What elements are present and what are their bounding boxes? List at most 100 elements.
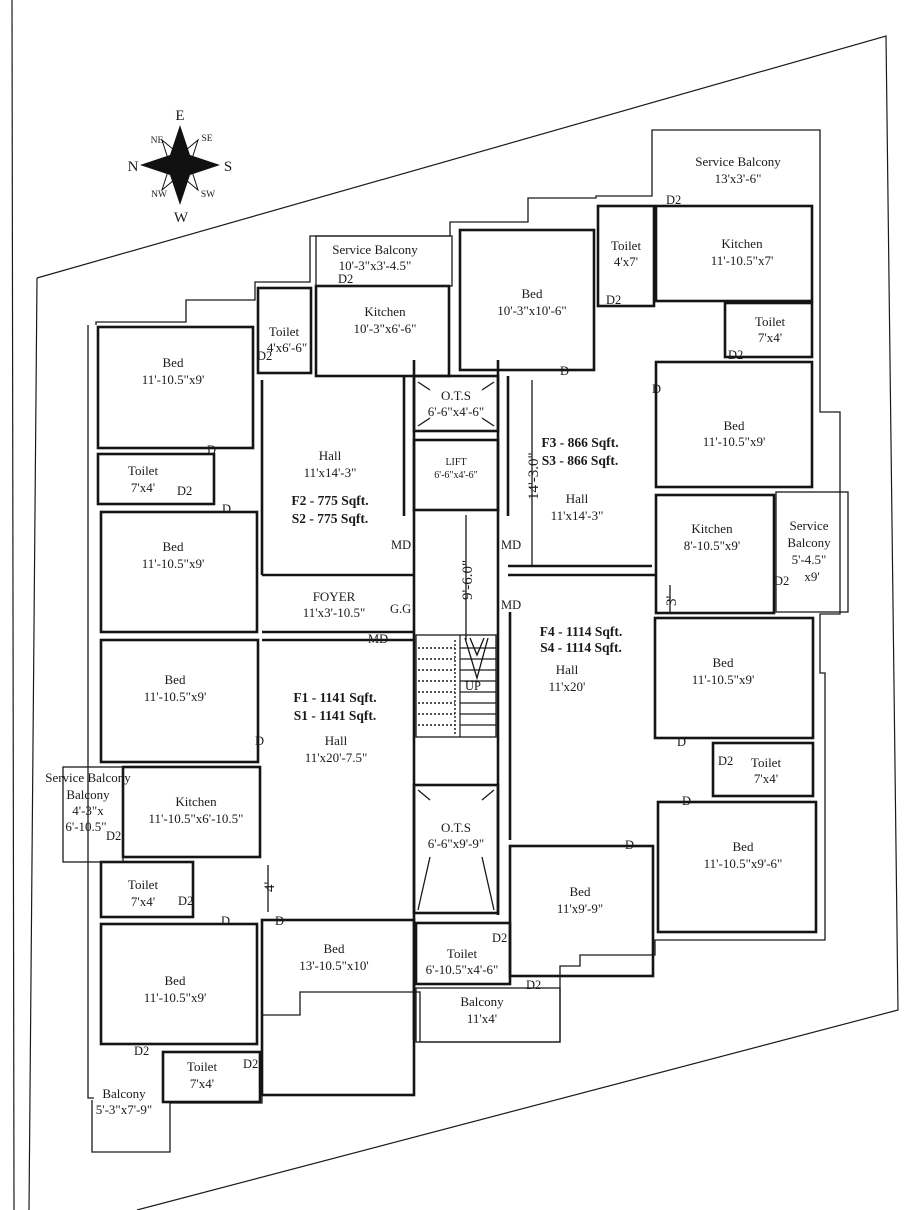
unit-2: Service Balcony 10'-3"x3'-4.5" Kitchen 1… <box>128 242 418 571</box>
room-dim: 11'-10.5"x9'-6" <box>704 856 783 871</box>
room-dim: 11'-10.5"x9' <box>144 689 207 704</box>
toilet-door-label: D2 <box>178 894 193 908</box>
unit-area-line: S1 - 1141 Sqft. <box>294 708 377 723</box>
room-dim: x9' <box>804 569 819 584</box>
compass-star-icon <box>140 125 220 205</box>
room-dim: 10'-3"x10'-6" <box>497 303 566 318</box>
room-name: Toilet <box>128 463 159 478</box>
room-dim: 13'x3'-6" <box>715 171 762 186</box>
compass-se: SE <box>201 134 212 144</box>
grill-gate-label: G.G <box>390 602 411 616</box>
ots-bottom-name: O.T.S <box>441 820 471 835</box>
room-name: Bed <box>165 672 186 687</box>
toilet-door-label: D2 <box>728 348 743 362</box>
room-name: Kitchen <box>364 304 406 319</box>
room-name: Kitchen <box>691 521 733 536</box>
toilet-door-label: D2 <box>526 978 541 992</box>
room-name: Service <box>790 518 829 533</box>
door-label: D <box>652 382 661 396</box>
unit-area-line: S4 - 1114 Sqft. <box>540 640 622 655</box>
door-label: D <box>207 443 216 457</box>
door-label: D <box>221 914 230 928</box>
room-dim: 4'-3"x <box>72 803 104 818</box>
common-areas: O.T.S 6'-6"x4'-6" LIFT 6'-6"x4'-6" FOYER… <box>303 388 485 851</box>
room-dim: 10'-3"x6'-6" <box>354 321 417 336</box>
compass-sw: SW <box>201 190 215 200</box>
room-dim: 10'-3"x3'-4.5" <box>339 258 412 273</box>
unit-area-line: F4 - 1114 Sqft. <box>540 624 623 639</box>
room-dim: 11'-10.5"x9' <box>703 434 766 449</box>
site-boundary-left <box>28 277 38 1210</box>
room-dim: 7'x4' <box>754 771 778 786</box>
door-label: D <box>560 364 569 378</box>
room-name: Balcony <box>102 1086 146 1101</box>
core: UP 9'-6.0" <box>412 374 500 915</box>
page-border-left <box>11 0 15 1210</box>
toilet-door-label: D2 <box>106 829 121 843</box>
room-name: Toilet <box>611 238 642 253</box>
room-name: Hall <box>556 662 579 677</box>
stair-up-label: UP <box>465 679 481 693</box>
room-dim: 6'-10.5"x4'-6" <box>426 962 499 977</box>
room-dim: 11'x20'-7.5" <box>305 750 368 765</box>
room-name: Toilet <box>187 1059 218 1074</box>
room-name: Toilet <box>269 324 300 339</box>
room-dim: 11'-10.5"x9' <box>692 672 755 687</box>
room-dim: 11'x14'-3" <box>551 508 604 523</box>
toilet-door-label: D2 <box>492 931 507 945</box>
compass-west: W <box>174 210 189 226</box>
room-dim: 11'x14'-3" <box>304 465 357 480</box>
stair-width-dim: 9'-6.0" <box>460 560 476 600</box>
unit-area-line: S3 - 866 Sqft. <box>542 453 619 468</box>
room-name: Toilet <box>755 314 786 329</box>
compass-nw: NW <box>151 190 167 200</box>
room-dim: 4'x6'-6" <box>267 340 307 355</box>
room-dim: 5'-3"x7'-9" <box>96 1102 152 1117</box>
ots-bottom-dim: 6'-6"x9'-9" <box>428 836 484 851</box>
toilet-door-label: D2 <box>257 349 272 363</box>
walls <box>62 129 849 1153</box>
toilet-door-label: D2 <box>243 1057 258 1071</box>
hall-height-dim: 14'-3.0" <box>526 452 542 500</box>
room-dim: 11'-10.5"x7' <box>711 253 774 268</box>
room-dim: 11'x4' <box>467 1011 497 1026</box>
room-name: Bed <box>163 355 184 370</box>
room-dim: 8'-10.5"x9' <box>684 538 741 553</box>
ots-top-dim: 6'-6"x4'-6" <box>428 404 484 419</box>
door-labels: MD MD MD MD D D D D D D D D D D D2 D2 D2… <box>106 193 789 1071</box>
compass-rose: E W N S NE SE NW SW <box>128 108 233 226</box>
room-name: Bed <box>522 286 543 301</box>
toilet-door-label: D2 <box>177 484 192 498</box>
room-name: Bed <box>713 655 734 670</box>
toilet-door-label: D2 <box>774 574 789 588</box>
ots-top-name: O.T.S <box>441 388 471 403</box>
room-dim: 13'-10.5"x10' <box>299 958 369 973</box>
room-dim: 11'-10.5"x9' <box>142 372 205 387</box>
passage-dim: 3' <box>664 596 680 607</box>
room-dim: 11'-10.5"x9' <box>142 556 205 571</box>
room-name: Bed <box>163 539 184 554</box>
room-dim: 7'x4' <box>131 894 155 909</box>
room-name-line2: Balcony <box>66 787 110 802</box>
room-name: Bed <box>733 839 754 854</box>
lift-dim: 6'-6"x4'-6" <box>434 470 477 481</box>
toilet-door-label: D2 <box>718 754 733 768</box>
foyer-dim: 11'x3'-10.5" <box>303 605 366 620</box>
foyer-name: FOYER <box>313 589 356 604</box>
site-boundary <box>36 35 899 1210</box>
room-dim: 6'-10.5" <box>65 819 106 834</box>
main-door-label: MD <box>368 632 388 646</box>
compass-ne: NE <box>151 136 164 146</box>
toilet-door-label: D2 <box>134 1044 149 1058</box>
room-name: Bed <box>165 973 186 988</box>
room-name: Bed <box>570 884 591 899</box>
room-dim: 7'x4' <box>131 480 155 495</box>
unit-3: Service Balcony 13'x3'-6" Bed 10'-3"x10'… <box>497 154 785 565</box>
room-name: Hall <box>319 448 342 463</box>
room-dim: 4'x7' <box>614 254 638 269</box>
door-label: D <box>677 735 686 749</box>
room-dim: 11'-10.5"x9' <box>144 990 207 1005</box>
room-dim: 11'-10.5"x6'-10.5" <box>149 811 244 826</box>
unit-area-line: F1 - 1141 Sqft. <box>293 690 376 705</box>
main-door-label: MD <box>391 538 411 552</box>
